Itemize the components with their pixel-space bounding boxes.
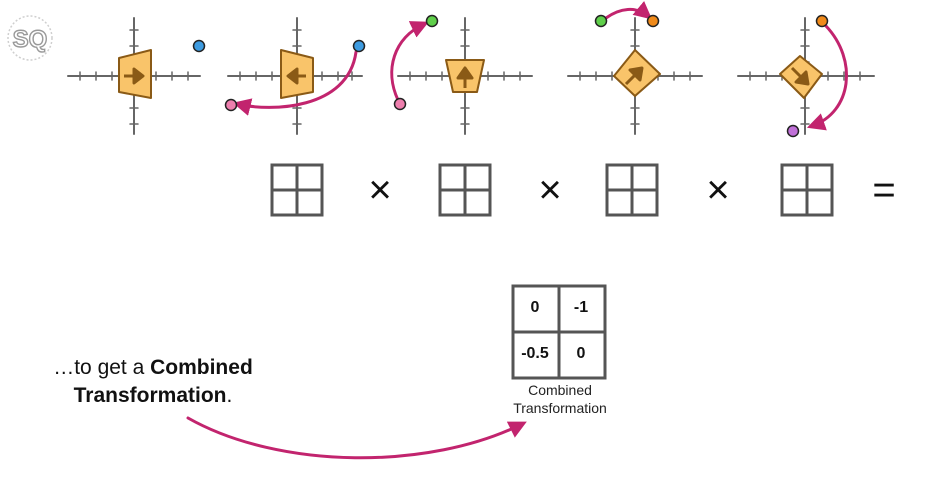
- matrix-3: [605, 163, 659, 217]
- point-purple-step-5: [786, 124, 800, 138]
- matrix-row: × × × =: [270, 163, 896, 217]
- arrow-pink-to-green: [390, 21, 429, 102]
- equals-symbol: =: [872, 168, 895, 212]
- point-orange-step-4: [646, 14, 660, 28]
- logo-text: SQ: [13, 26, 48, 53]
- point-orange-step-5: [815, 14, 829, 28]
- matrix-cell-2-1: -0.5: [521, 345, 549, 362]
- caption-prefix: …to get a: [53, 356, 151, 379]
- arrow-green-to-orange: [604, 1, 653, 20]
- transform-arrows: [232, 1, 848, 131]
- multiply-symbol-2: ×: [538, 168, 561, 212]
- point-blue-step-2: [352, 39, 366, 53]
- matrix-cell-1-1: 0: [530, 299, 540, 316]
- combined-matrix-label-line2: Transformation: [513, 400, 607, 416]
- shape-step-3: [445, 59, 485, 93]
- shapes-group: [118, 49, 823, 99]
- arrow-orange-to-purple: [806, 24, 848, 131]
- arrow-to-result: [186, 416, 527, 460]
- matrix-1: [270, 163, 324, 217]
- shape-step-1: [118, 49, 152, 99]
- multiply-symbol-3: ×: [706, 168, 729, 212]
- logo: SQ: [7, 15, 53, 61]
- point-pink-step-3: [393, 97, 407, 111]
- shape-step-2: [280, 49, 314, 99]
- result-matrix-grid: [511, 284, 607, 380]
- point-green-step-4: [594, 14, 608, 28]
- matrix-2: [438, 163, 492, 217]
- matrix-4: [780, 163, 834, 217]
- matrix-cell-2-2: 0: [576, 345, 586, 362]
- multiply-symbol-1: ×: [368, 168, 391, 212]
- caption-bold-combined: Combined: [150, 356, 253, 379]
- arrow-blue-to-pink: [232, 50, 358, 116]
- combined-matrix: 0 -1 -0.5 0: [512, 285, 606, 379]
- caption-suffix: .: [226, 384, 233, 407]
- combined-matrix-label: Combined Transformation: [488, 381, 632, 417]
- point-pink-step-2: [224, 98, 238, 112]
- point-green-step-3: [425, 14, 439, 28]
- points-group: [192, 14, 829, 138]
- matrix-cell-1-2: -1: [573, 299, 589, 316]
- caption-text: …to get a Combined Transformation.: [18, 354, 288, 410]
- caption-bold-transformation: Transformation: [73, 384, 227, 407]
- point-blue-step-1: [192, 39, 206, 53]
- shape-step-5: [779, 55, 823, 99]
- combined-matrix-label-line1: Combined: [528, 382, 592, 398]
- shape-step-4: [613, 49, 661, 97]
